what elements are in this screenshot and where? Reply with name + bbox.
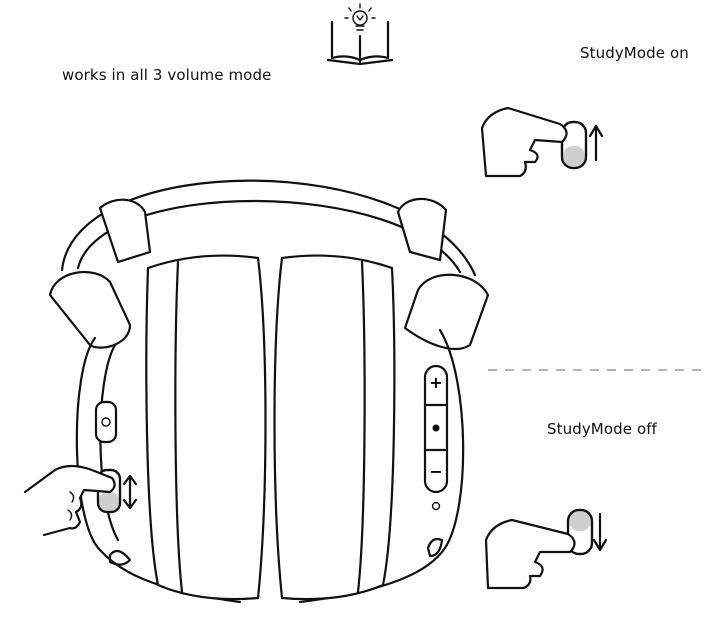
left-ear-cup xyxy=(75,254,267,604)
volume-up-button[interactable]: + xyxy=(429,373,442,392)
hand-pointer-icon xyxy=(23,464,116,537)
right-ear-cup: + − xyxy=(273,254,465,604)
studymode-on-demo xyxy=(480,106,604,178)
hand-pointer-icon xyxy=(484,518,576,590)
studymode-off-label: StudyMode off xyxy=(547,420,657,438)
studymode-on-label: StudyMode on xyxy=(580,44,689,62)
studymode-off-demo xyxy=(484,508,608,590)
headband xyxy=(48,179,490,350)
volume-down-button[interactable]: − xyxy=(429,462,442,481)
switch-arrows-icon xyxy=(122,474,138,510)
arrow-up-icon xyxy=(588,124,604,162)
lightbulb-book-icon xyxy=(326,3,394,66)
arrow-down-icon xyxy=(592,512,608,552)
volume-mode-note: works in all 3 volume mode xyxy=(62,66,272,84)
hand-pointer-icon xyxy=(480,106,568,178)
multifunction-button[interactable] xyxy=(432,424,440,432)
